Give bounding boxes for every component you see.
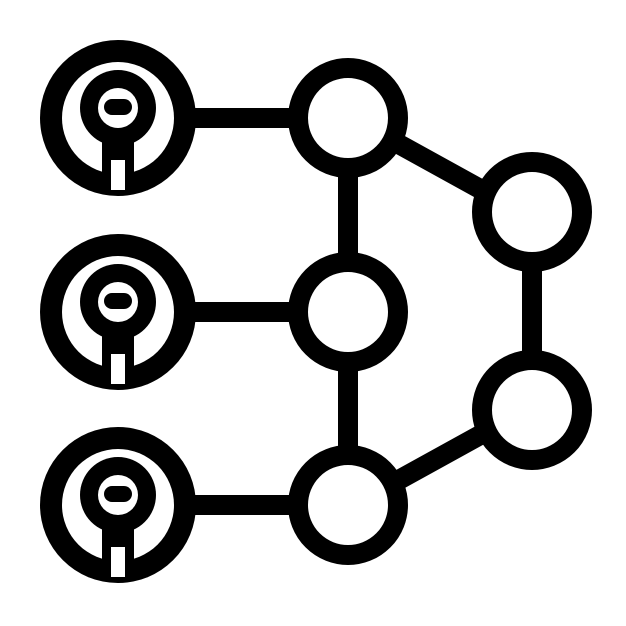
hub-nodes — [288, 58, 408, 565]
key-node-top — [40, 40, 196, 196]
key-icon — [80, 70, 156, 190]
key-node-middle — [40, 234, 196, 390]
key-icon — [80, 264, 156, 384]
key-icon — [80, 457, 156, 577]
right-nodes — [472, 152, 592, 470]
link-hub-bottom-to-right-lower — [390, 425, 487, 491]
link-hub-top-to-right-upper — [390, 133, 487, 199]
connector-lines — [195, 108, 542, 515]
right-node-upper — [472, 152, 592, 272]
hub-node-top — [288, 58, 408, 178]
hub-node-bottom — [288, 445, 408, 565]
key-node-bottom — [40, 427, 196, 583]
hub-node-middle — [288, 252, 408, 372]
right-node-lower — [472, 350, 592, 470]
